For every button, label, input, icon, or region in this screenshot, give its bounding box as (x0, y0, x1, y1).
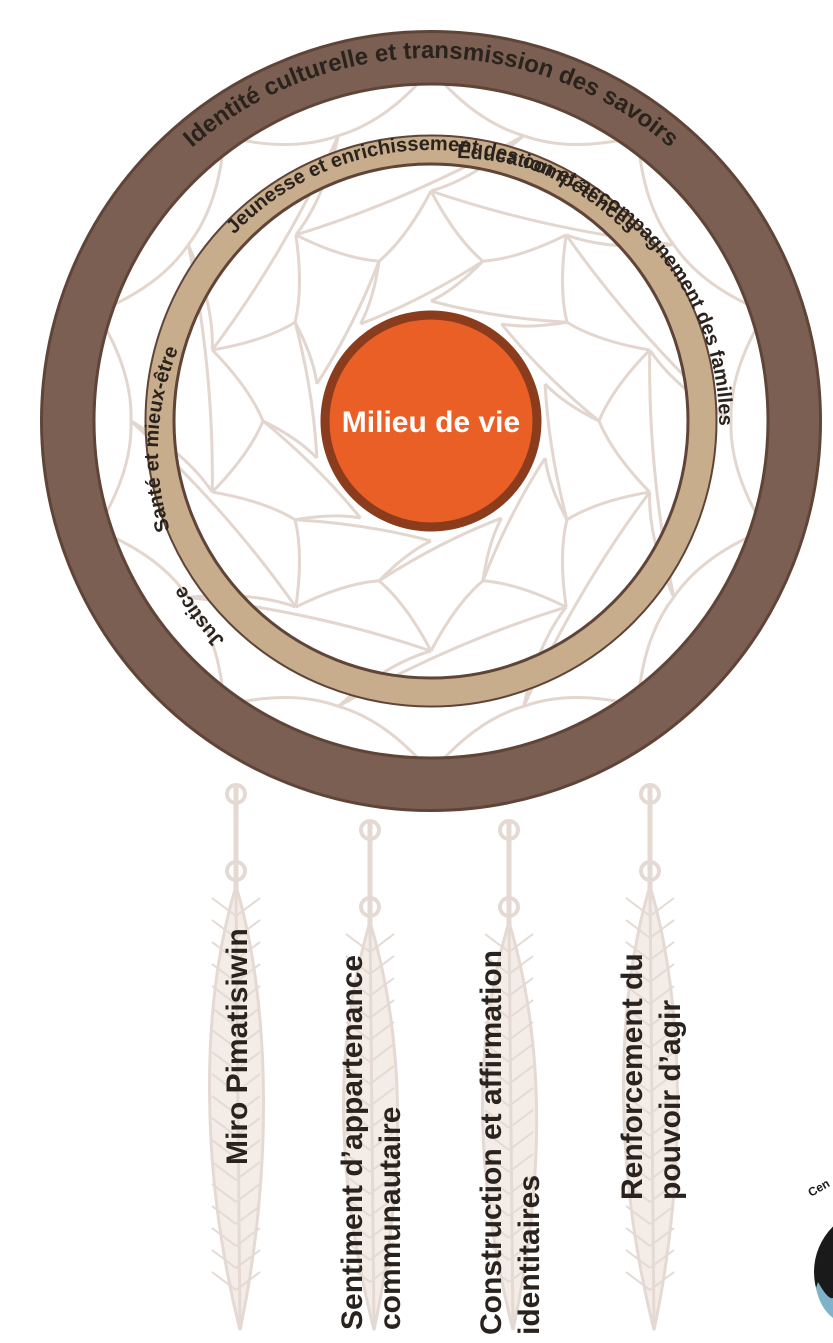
web-strand (562, 520, 566, 607)
web-strand (212, 322, 295, 350)
center-label: Milieu de vie (342, 406, 520, 439)
feather-1: Miro Pimatisiwin (209, 785, 263, 1330)
web-strand (599, 421, 650, 492)
feather-label-line: pouvoir d’agir (654, 1000, 687, 1200)
web-strand (431, 191, 483, 261)
web-strand (483, 581, 566, 607)
web-strand (296, 581, 379, 607)
feather-label-line: Renforcement du (616, 953, 649, 1200)
feather-label-line: Miro Pimatisiwin (221, 928, 254, 1165)
feather-label-line: Sentiment d’appartenance (336, 955, 369, 1330)
web-strand (483, 235, 566, 261)
logo: Cen (806, 1176, 833, 1336)
web-strand (296, 235, 379, 261)
web-strand (567, 492, 650, 520)
logo-partial-text: Cen (806, 1176, 833, 1199)
feather-label-line: Construction et affirmation (475, 950, 508, 1335)
web-strand (295, 235, 299, 322)
web-strand (295, 520, 299, 607)
logo-circle (814, 1208, 833, 1336)
feather-label-line: identitaires (513, 1175, 546, 1335)
web-strand (599, 350, 650, 421)
feathers: Miro Pimatisiwin Sentiment d’appartenance… (209, 785, 687, 1335)
web-strand (212, 421, 263, 492)
web-strand (562, 235, 566, 322)
web-strand (212, 350, 263, 421)
feather-label-line: communautaire (374, 1107, 407, 1330)
web-strand (379, 581, 431, 651)
